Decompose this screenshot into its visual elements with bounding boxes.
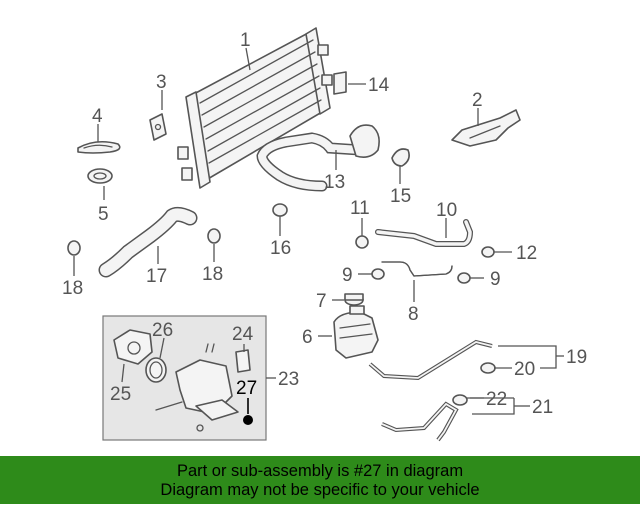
callout-13: 13 — [324, 172, 345, 193]
callout-5: 5 — [98, 204, 109, 225]
clamp-part-16[interactable] — [272, 203, 288, 217]
callout-20: 20 — [514, 359, 535, 380]
callout-7: 7 — [316, 291, 327, 312]
clamp-part-15[interactable] — [391, 148, 410, 167]
info-banner: Part or sub-assembly is #27 in diagram D… — [0, 456, 640, 504]
line-part-21[interactable] — [381, 401, 459, 442]
clamp-part-18b[interactable] — [207, 228, 221, 244]
callout-26: 26 — [152, 320, 173, 341]
tab-part-14[interactable] — [333, 71, 347, 95]
bracket-part-2[interactable] — [451, 109, 521, 147]
outlet-body — [155, 343, 239, 432]
callout-19: 19 — [566, 347, 587, 368]
hose-part-17[interactable] — [98, 206, 198, 278]
radiator-part-1[interactable] — [177, 27, 333, 189]
callout-9a: 9 — [342, 265, 353, 286]
line-part-19[interactable] — [368, 339, 493, 381]
plug-part-24[interactable] — [235, 349, 251, 373]
callout-9b: 9 — [490, 269, 501, 290]
clamp-part-12[interactable] — [481, 246, 495, 258]
callout-10: 10 — [436, 200, 457, 221]
inset-assembly-23 — [102, 315, 267, 441]
callout-18a: 18 — [62, 278, 83, 299]
callout-1: 1 — [240, 30, 251, 51]
callout-12: 12 — [516, 243, 537, 264]
callout-15: 15 — [390, 186, 411, 207]
clamp-part-11[interactable] — [355, 235, 369, 249]
callout-2: 2 — [472, 90, 483, 111]
callout-8: 8 — [408, 304, 419, 325]
callout-labels: 1 2 3 4 5 6 7 8 9 9 10 11 12 13 14 15 16… — [62, 30, 587, 418]
seal-part-4[interactable] — [77, 140, 121, 154]
clamp-part-18a[interactable] — [67, 240, 81, 256]
reservoir-cap-part-7[interactable] — [344, 293, 364, 306]
callout-16: 16 — [270, 238, 291, 259]
callout-3: 3 — [156, 72, 167, 93]
parts-diagram: 1 2 3 4 5 6 7 8 9 9 10 11 12 13 14 15 16… — [62, 27, 587, 442]
banner-line-2: Diagram may not be specific to your vehi… — [160, 481, 480, 499]
callout-24: 24 — [232, 324, 254, 345]
coolant-reservoir-part-6[interactable] — [333, 305, 379, 359]
callout-18b: 18 — [202, 264, 223, 285]
callout-23: 23 — [278, 369, 299, 390]
hose-part-13[interactable] — [256, 124, 380, 192]
bracket-part-3[interactable] — [149, 113, 167, 141]
seal-part-5[interactable] — [87, 168, 113, 184]
clamp-part-22[interactable] — [452, 394, 468, 406]
leader-lines — [73, 47, 564, 415]
bolt-part-27[interactable] — [243, 415, 253, 425]
callout-17: 17 — [146, 266, 167, 287]
callout-14: 14 — [368, 75, 390, 96]
housing-part-25[interactable] — [113, 329, 153, 365]
callout-11: 11 — [350, 198, 370, 219]
clamp-part-9a[interactable] — [371, 268, 385, 280]
banner-line-1: Part or sub-assembly is #27 in diagram — [176, 462, 464, 480]
callout-4: 4 — [92, 106, 103, 127]
callout-27-highlighted: 27 — [236, 378, 257, 399]
clamp-part-9b[interactable] — [457, 272, 471, 284]
callout-25: 25 — [110, 384, 131, 405]
hose-part-8[interactable] — [381, 261, 453, 277]
hose-part-10[interactable] — [375, 219, 474, 247]
gasket-part-26[interactable] — [145, 357, 167, 383]
callout-22: 22 — [486, 389, 507, 410]
callout-6: 6 — [302, 327, 313, 348]
clamp-part-20[interactable] — [480, 362, 496, 374]
callout-21: 21 — [532, 397, 553, 418]
